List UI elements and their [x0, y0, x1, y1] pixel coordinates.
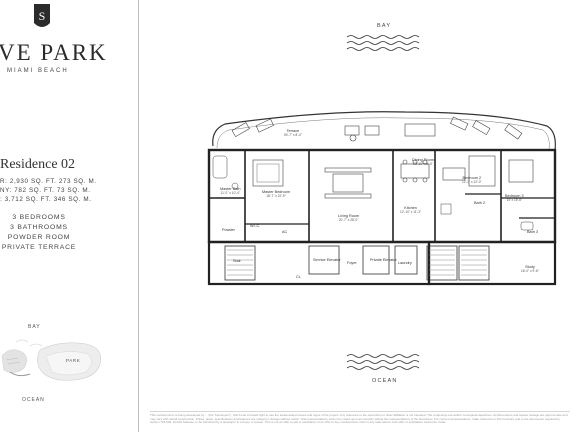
- room-label-powder: Powder: [222, 228, 235, 232]
- room-label-service-elevator: Service Elevator: [313, 258, 341, 262]
- bay-waves-icon: [346, 35, 420, 51]
- room-label-closet: CL: [296, 275, 301, 279]
- room-label-bath-2: Bath 2: [474, 201, 485, 205]
- room-label-stair: Stair: [233, 259, 241, 263]
- room-label-bath-3: Bath 3: [527, 230, 538, 234]
- total-area: : 3,712 SQ. FT. 346 SQ. M.: [0, 196, 92, 203]
- s-monogram-badge-icon: S: [34, 4, 50, 27]
- key-plan-map: [1, 339, 101, 381]
- feature-bathrooms: 3 BATHROOMS: [10, 224, 68, 231]
- room-label-walk-in-closet: W.I.C.: [250, 224, 261, 228]
- room-label-laundry: Laundry: [398, 261, 412, 265]
- floor-plan-drawing: [207, 111, 557, 286]
- key-plan-ocean-label: OCEAN: [22, 397, 45, 403]
- feature-terrace: PRIVATE TERRACE: [1, 244, 77, 251]
- key-plan-park-label: PARK: [66, 358, 81, 363]
- ocean-direction-label: OCEAN: [372, 378, 398, 384]
- ocean-waves-icon: [346, 354, 420, 370]
- panel-divider: [138, 0, 139, 432]
- legal-disclaimer: This condominium is being developed by .…: [150, 409, 570, 425]
- disclaimer-text: This condominium is being developed by .…: [150, 413, 568, 425]
- brand-subtitle: MIAMI BEACH: [7, 68, 69, 74]
- room-label-foyer: Foyer: [347, 261, 357, 265]
- interior-area: R: 2,930 SQ. FT. 273 SQ. M.: [0, 178, 97, 185]
- svg-text:S: S: [39, 9, 46, 23]
- residence-title: Residence 02: [0, 157, 76, 172]
- info-panel: S VE PARK MIAMI BEACH Residence 02 R: 2,…: [0, 0, 138, 432]
- feature-bedrooms: 3 BEDROOMS: [12, 214, 66, 221]
- brand-title: VE PARK: [0, 40, 108, 65]
- balcony-area: NY: 782 SQ. FT. 73 SQ. M.: [0, 187, 91, 194]
- key-plan-bay-label: BAY: [28, 324, 41, 330]
- bay-direction-label: BAY: [377, 23, 392, 29]
- feature-powder: POWDER ROOM: [7, 234, 71, 241]
- room-label-ac: AC: [282, 230, 288, 234]
- room-label-private-elevator: Private Elevator: [370, 258, 397, 262]
